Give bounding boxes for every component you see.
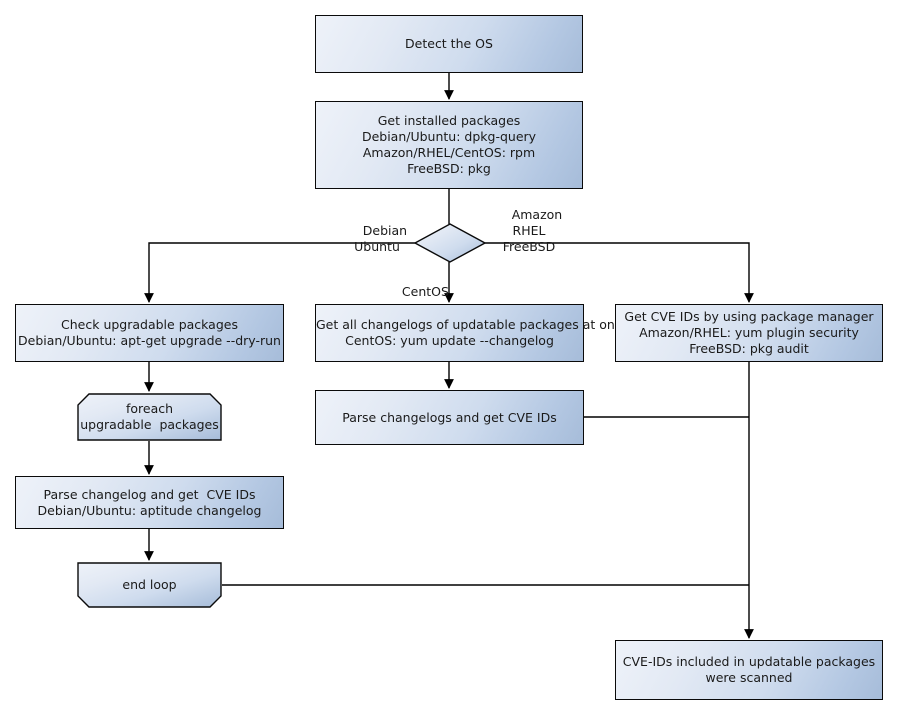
node-parse-changelog-get-cve-ids-label: Parse changelog and get CVE IDs Debian/U… (37, 486, 262, 518)
node-parse-changelogs-get-cve-ids[interactable]: Parse changelogs and get CVE IDs (315, 390, 584, 445)
edge-label-centos: CentOS (386, 268, 449, 316)
node-get-cve-ids-package-manager[interactable]: Get CVE IDs by using package manager Ama… (615, 304, 883, 362)
node-get-installed-packages[interactable]: Get installed packages Debian/Ubuntu: dp… (315, 101, 583, 189)
node-end-loop-label: end loop (122, 577, 177, 592)
node-foreach-upgradable-packages-label: foreach upgradable packages (80, 401, 219, 432)
node-get-cve-ids-package-manager-label: Get CVE IDs by using package manager Ama… (624, 309, 874, 356)
node-cve-ids-scanned-label: CVE-IDs included in updatable packages w… (622, 654, 876, 685)
node-end-loop[interactable]: end loop (77, 562, 222, 608)
node-check-upgradable-packages-label: Check upgradable packages Debian/Ubuntu:… (18, 317, 281, 348)
node-detect-os[interactable]: Detect the OS (315, 15, 583, 73)
node-get-all-changelogs-label: Get all changelogs of updatable packages… (316, 317, 629, 348)
node-check-upgradable-packages[interactable]: Check upgradable packages Debian/Ubuntu:… (15, 304, 284, 362)
node-get-installed-packages-label: Get installed packages Debian/Ubuntu: dp… (361, 113, 537, 176)
node-detect-os-label: Detect the OS (405, 36, 493, 51)
node-foreach-upgradable-packages[interactable]: foreach upgradable packages (77, 393, 222, 441)
edge-label-debian-ubuntu: Debian Ubuntu (345, 207, 409, 271)
node-get-all-changelogs[interactable]: Get all changelogs of updatable packages… (315, 304, 629, 362)
edge-label-amazon-rhel-freebsd-text: Amazon RHEL FreeBSD (502, 207, 563, 254)
loop-start-shape (77, 393, 222, 441)
node-parse-changelog-get-cve-ids[interactable]: Parse changelog and get CVE IDs Debian/U… (15, 476, 284, 529)
node-parse-changelogs-get-cve-ids-label: Parse changelogs and get CVE IDs (342, 409, 557, 425)
node-cve-ids-scanned[interactable]: CVE-IDs included in updatable packages w… (615, 640, 883, 700)
edge-label-debian-ubuntu-text: Debian Ubuntu (354, 223, 408, 254)
loop-end-shape (77, 562, 222, 608)
edge-label-amazon-rhel-freebsd: Amazon RHEL FreeBSD (492, 191, 566, 271)
edge-label-centos-text: CentOS (401, 284, 449, 299)
os-decision-diamond (413, 223, 487, 263)
